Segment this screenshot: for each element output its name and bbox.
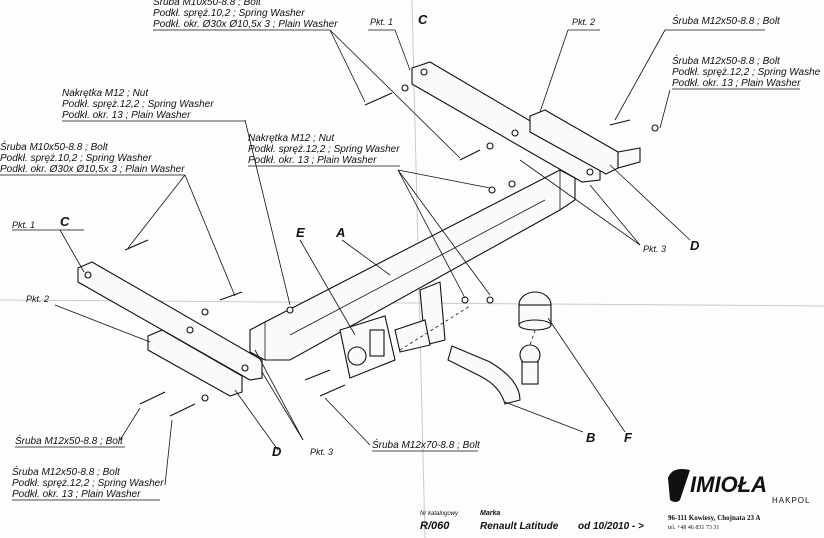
label-pkt2: Pkt. 2 (572, 17, 595, 27)
bolt-group (124, 84, 659, 417)
label-pkt1: Pkt. 1 (12, 220, 35, 230)
label-d: D (690, 238, 700, 253)
label-pkt3: Pkt. 3 (310, 447, 333, 457)
label-f: F (624, 430, 633, 445)
label-bolt-m12-top-right: Śruba M12x50-8.8 ; Bolt (672, 14, 781, 27)
logo-subtext: HAKPOL (772, 496, 810, 505)
label-underlines (0, 29, 800, 501)
svg-text:Śruba M12x50-8.8 ; Bolt: Śruba M12x50-8.8 ; Bolt (672, 54, 781, 67)
svg-text:Podkł. okr. 13 ; Plain Washer: Podkł. okr. 13 ; Plain Washer (248, 155, 377, 166)
svg-text:Podkł. spręż.12,2 ; Spring Was: Podkł. spręż.12,2 ; Spring Washer (62, 99, 214, 110)
svg-text:Podkł. okr. 13 ; Plain Washer: Podkł. okr. 13 ; Plain Washer (12, 489, 141, 500)
label-bolt-m12-right: Śruba M12x50-8.8 ; Bolt Podkł. spręż.12,… (672, 54, 821, 89)
svg-text:Podkł. okr. Ø30x Ø10,5x 3 ; P: Podkł. okr. Ø30x Ø10,5x 3 ; Plain Washer (0, 164, 185, 175)
label-a: A (335, 225, 345, 240)
ball-cap-f (518, 291, 552, 331)
imiola-logo: IMIOŁA HAKPOL (668, 469, 810, 505)
svg-text:Podkł. okr. 13 ; Plain Washer: Podkł. okr. 13 ; Plain Washer (672, 78, 801, 89)
label-pkt2: Pkt. 2 (26, 294, 49, 304)
footer: Nr katalogowy R/060 Marka Renault Latitu… (420, 469, 810, 532)
label-bolt-m12-bottom-left: Śruba M12x50-8.8 ; Bolt (15, 434, 124, 447)
label-b: B (586, 430, 595, 445)
bracket-c-left (77, 261, 263, 381)
svg-text:Podkł. spręż.12,2 ; Spring Was: Podkł. spręż.12,2 ; Spring Washer (12, 478, 164, 489)
svg-text:Nakrętka M12 ; Nut: Nakrętka M12 ; Nut (62, 88, 149, 99)
label-d: D (272, 444, 282, 459)
svg-text:Śruba M10x50-8.8 ; Bolt: Śruba M10x50-8.8 ; Bolt (0, 140, 109, 153)
label-nut-center: Nakrętka M12 ; Nut Podkł. spręż.12,2 ; S… (248, 133, 400, 166)
label-bolt-m12-bottom: Śruba M12x50-8.8 ; Bolt Podkł. spręż.12,… (12, 465, 164, 500)
svg-text:Podkł. okr. 13 ; Plain Washer: Podkł. okr. 13 ; Plain Washer (62, 110, 191, 121)
label-nut-left: Nakrętka M12 ; Nut Podkł. spręż.12,2 ; S… (62, 88, 214, 121)
label-pkt3: Pkt. 3 (643, 244, 666, 254)
svg-text:Śruba M12x50-8.8 ; Bolt: Śruba M12x50-8.8 ; Bolt (12, 465, 121, 478)
crossbar-a (249, 169, 576, 361)
company-address: 96-111 Kowiesy, Chojnata 23 A (668, 514, 760, 522)
model-date: od 10/2010 - > (578, 521, 644, 532)
catalog-number: R/060 (420, 520, 450, 532)
svg-text:Śruba M10x50-8.8 ; Bolt: Śruba M10x50-8.8 ; Bolt (153, 0, 262, 8)
leader-lines (54, 29, 765, 486)
label-bolt-m12x70: Śruba M12x70-8.8 ; Bolt (372, 438, 481, 451)
label-c: C (60, 214, 70, 229)
dashed-guide (399, 305, 471, 351)
bracket-d-top (529, 109, 641, 175)
company-phone: tel. +48 46 831 73 31 (668, 525, 719, 531)
hook-logo-icon (668, 469, 690, 502)
label-bolt-m10-left: Śruba M10x50-8.8 ; Bolt Podkł. spręż.10,… (0, 140, 185, 175)
bracket-d-left (147, 329, 243, 397)
label-e: E (296, 225, 305, 240)
dashed-guide (529, 329, 536, 346)
mounting-plate-e (339, 315, 396, 379)
vehicle-model: Renault Latitude (480, 521, 559, 532)
hitch-bracket (394, 281, 446, 353)
svg-text:Nakrętka M12 ; Nut: Nakrętka M12 ; Nut (248, 133, 335, 144)
logo-text: IMIOŁA (690, 472, 767, 497)
bracket-c-top (411, 61, 601, 183)
tow-ball-b (447, 344, 541, 405)
svg-text:Podkł. spręż.10,2 ; Spring Was: Podkł. spręż.10,2 ; Spring Washer (0, 153, 152, 164)
label-pkt1: Pkt. 1 (370, 17, 393, 27)
svg-text:Podkł. okr. Ø30x Ø10,5x 3 ; P: Podkł. okr. Ø30x Ø10,5x 3 ; Plain Washer (153, 19, 338, 30)
label-bolt-m10-top: Śruba M10x50-8.8 ; Bolt Podkł. spręż.10,… (153, 0, 338, 30)
svg-text:Podkł. spręż.12,2 ; Spring Was: Podkł. spręż.12,2 ; Spring Washer (248, 144, 400, 155)
label-c: C (418, 12, 428, 27)
svg-text:Podkł. spręż.12,2 ; Spring Was: Podkł. spręż.12,2 ; Spring Washe (672, 67, 821, 78)
catalog-label: Nr katalogowy (420, 511, 459, 517)
svg-text:Podkł. spręż.10,2 ; Spring Was: Podkł. spręż.10,2 ; Spring Washer (153, 8, 305, 19)
brand-label: Marka (480, 510, 500, 517)
